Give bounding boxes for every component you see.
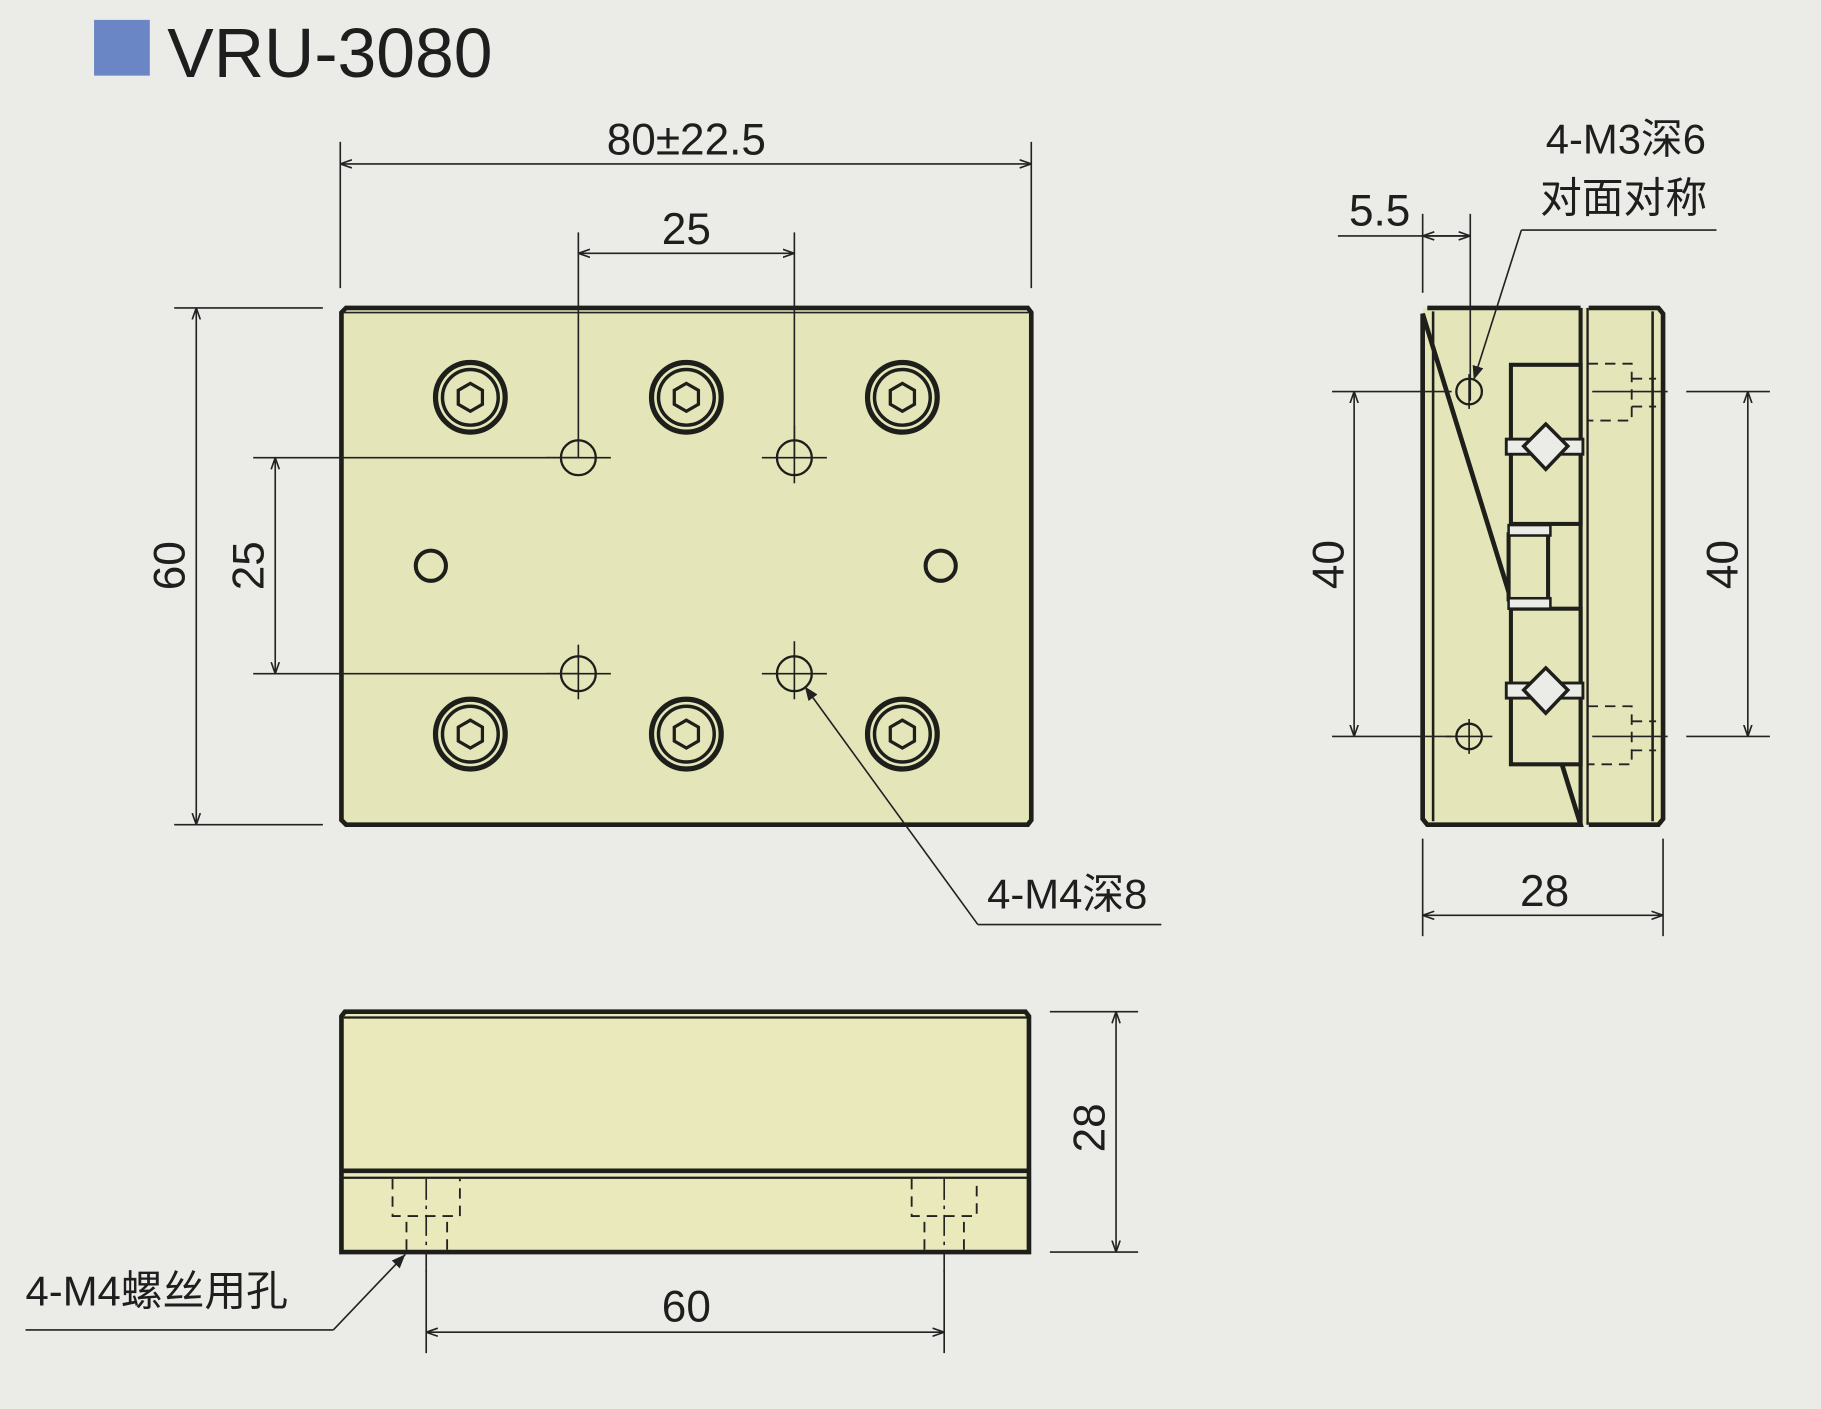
bolt-heads: [432, 359, 940, 772]
title-marker: [94, 19, 150, 76]
dim-side-width: 28: [1421, 838, 1664, 937]
dim-front-height: 28: [1049, 1010, 1139, 1253]
pin-hole-icon: [923, 548, 958, 583]
bolt-head-icon: [864, 359, 940, 435]
dim-hole-pitch-y: 25: [225, 456, 579, 675]
dim-left-pitch: 40: [1305, 390, 1452, 738]
dim-pitch-x-label: 25: [662, 205, 711, 254]
dim-offset: 5.5: [1337, 186, 1472, 401]
dim-front-height-label: 28: [1065, 1103, 1114, 1152]
note-m4-depth: 4-M4深8: [987, 870, 1147, 917]
bolt-head-icon: [648, 696, 724, 772]
dim-left-pitch-label: 40: [1305, 540, 1354, 589]
dim-right-pitch-label: 40: [1698, 540, 1747, 589]
dim-front-pitch: 60: [425, 1270, 945, 1354]
roller-icon: [1521, 421, 1571, 472]
leader-m4-screw: 4-M4螺丝用孔: [25, 1253, 406, 1331]
note-m4-screw: 4-M4螺丝用孔: [26, 1267, 288, 1314]
dim-side-width-label: 28: [1520, 867, 1569, 916]
front-lower-body: [341, 1171, 1029, 1253]
dim-pitch-y-label: 25: [225, 541, 274, 590]
bolt-head-icon: [432, 359, 508, 435]
bolt-head-icon: [648, 359, 724, 435]
note-m3-line1: 4-M3深6: [1546, 115, 1706, 162]
dim-right-pitch: 40: [1592, 390, 1770, 738]
hidden-counterbores: [391, 1178, 978, 1278]
front-outline: [339, 1009, 1032, 1255]
note-m3-line2: 对面对称: [1540, 175, 1707, 222]
page-title: VRU-3080: [167, 14, 492, 92]
bolt-head-icon: [864, 696, 940, 772]
front-upper-body: [341, 1011, 1029, 1172]
roller-icon: [1521, 665, 1571, 716]
dim-height-label: 60: [146, 541, 195, 590]
m3-holes: [1445, 374, 1493, 754]
side-view: 5.5 4-M3深6 对面对称 40 40: [1305, 115, 1770, 937]
leader-m4-depth: 4-M4深8: [804, 686, 1162, 926]
dim-hole-pitch-x: 25: [577, 205, 796, 458]
leader-m3: 4-M3深6 对面对称: [1472, 115, 1717, 381]
pin-hole-icon: [413, 548, 448, 583]
top-view: 80±22.5 25 60 25 4-M4深8: [146, 116, 1162, 926]
header: VRU-3080: [94, 14, 493, 92]
hidden-holes: [1587, 362, 1657, 766]
side-outline: [1420, 305, 1666, 828]
dim-offset-label: 5.5: [1349, 186, 1410, 235]
top-plate-outline: [339, 305, 1034, 828]
front-view: 28 60 4-M4螺丝用孔: [25, 1009, 1139, 1354]
dim-width-label: 80±22.5: [607, 116, 766, 165]
dim-front-pitch-label: 60: [662, 1283, 711, 1332]
dim-overall-height: 60: [146, 307, 323, 826]
bolt-head-icon: [432, 696, 508, 772]
dim-overall-width: 80±22.5: [339, 116, 1033, 289]
top-plate: [341, 307, 1032, 825]
